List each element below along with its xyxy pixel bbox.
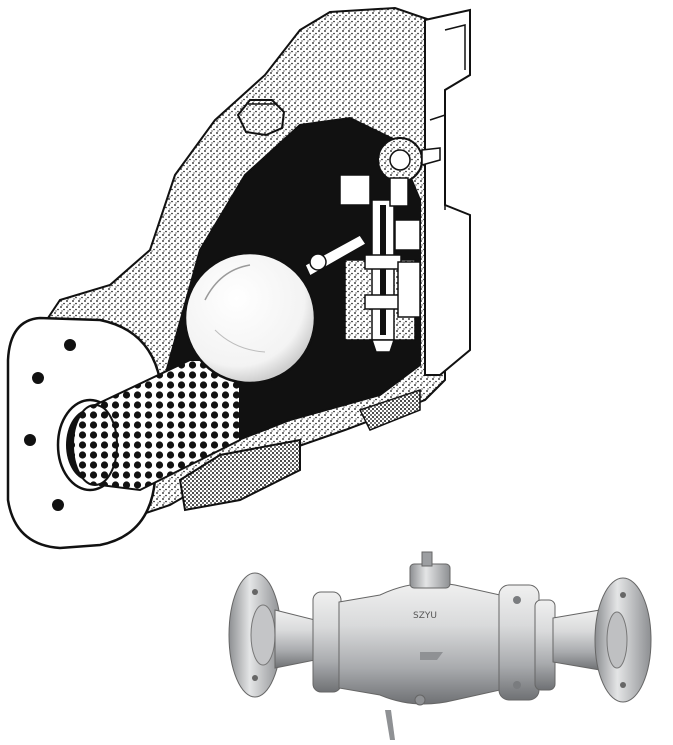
right-flange [594, 577, 652, 703]
valve-mechanism [339, 174, 421, 353]
left-body-flange [312, 591, 342, 693]
strainer-screen [72, 359, 241, 492]
cutaway-illustration [6, 6, 471, 550]
top-plug [421, 551, 433, 567]
air-vent [377, 137, 441, 207]
cast-marking: SZYU [413, 611, 437, 621]
product-photo: SZYU [215, 540, 673, 740]
float-ball [183, 251, 317, 385]
bolt-hole [32, 372, 44, 384]
left-flange [228, 572, 282, 698]
bolt-hole [24, 434, 36, 446]
trap-body-casting: SZYU [338, 551, 501, 740]
right-neck [552, 609, 601, 671]
bolt-hole [64, 339, 76, 351]
float-lever [304, 234, 368, 278]
vent-plug [236, 99, 286, 137]
left-neck [274, 609, 316, 669]
bolt-hole [52, 499, 64, 511]
